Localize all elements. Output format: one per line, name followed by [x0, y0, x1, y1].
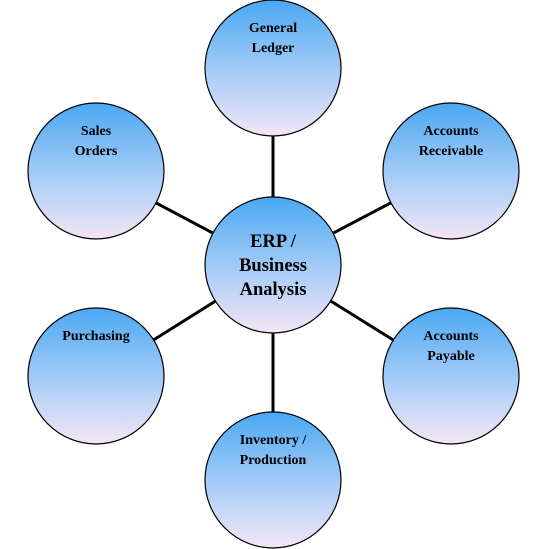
center-node-label: Business [239, 256, 307, 276]
node-label-accounts-receivable: Receivable [419, 144, 484, 159]
node-inventory-production: Inventory / Production [204, 411, 342, 549]
node-circle-purchasing [27, 307, 165, 445]
node-label-sales-orders: Orders [75, 144, 118, 159]
connector-line-accounts-payable [329, 299, 395, 342]
center-node-circle [204, 196, 342, 334]
node-label-general-ledger: General [249, 21, 297, 36]
connector-line-sales-orders [155, 201, 214, 235]
node-circle-accounts-payable [382, 307, 520, 445]
node-label-accounts-receivable: Accounts [423, 124, 479, 139]
connector-lines [152, 136, 395, 412]
center-node-label: Analysis [240, 280, 307, 300]
node-circle-general-ledger [204, 0, 342, 137]
node-label-purchasing: Purchasing [62, 329, 129, 344]
node-label-sales-orders: Sales [81, 124, 112, 139]
connector-line-accounts-receivable [332, 201, 392, 235]
node-label-general-ledger: Ledger [252, 41, 295, 56]
connector-line-purchasing [152, 299, 217, 342]
node-circle-sales-orders [27, 102, 165, 240]
node-label-accounts-payable: Payable [427, 349, 474, 364]
node-label-accounts-payable: Accounts [423, 329, 479, 344]
node-circle-accounts-receivable [382, 102, 520, 240]
center-node-label: ERP / [250, 232, 297, 252]
node-purchasing: Purchasing [27, 307, 165, 445]
node-label-inventory-production: Inventory / [240, 433, 308, 448]
node-label-inventory-production: Production [240, 453, 307, 468]
node-circle-inventory-production [204, 411, 342, 549]
diagram-nodes: GeneralLedgerAccountsReceivableAccountsP… [27, 0, 520, 549]
